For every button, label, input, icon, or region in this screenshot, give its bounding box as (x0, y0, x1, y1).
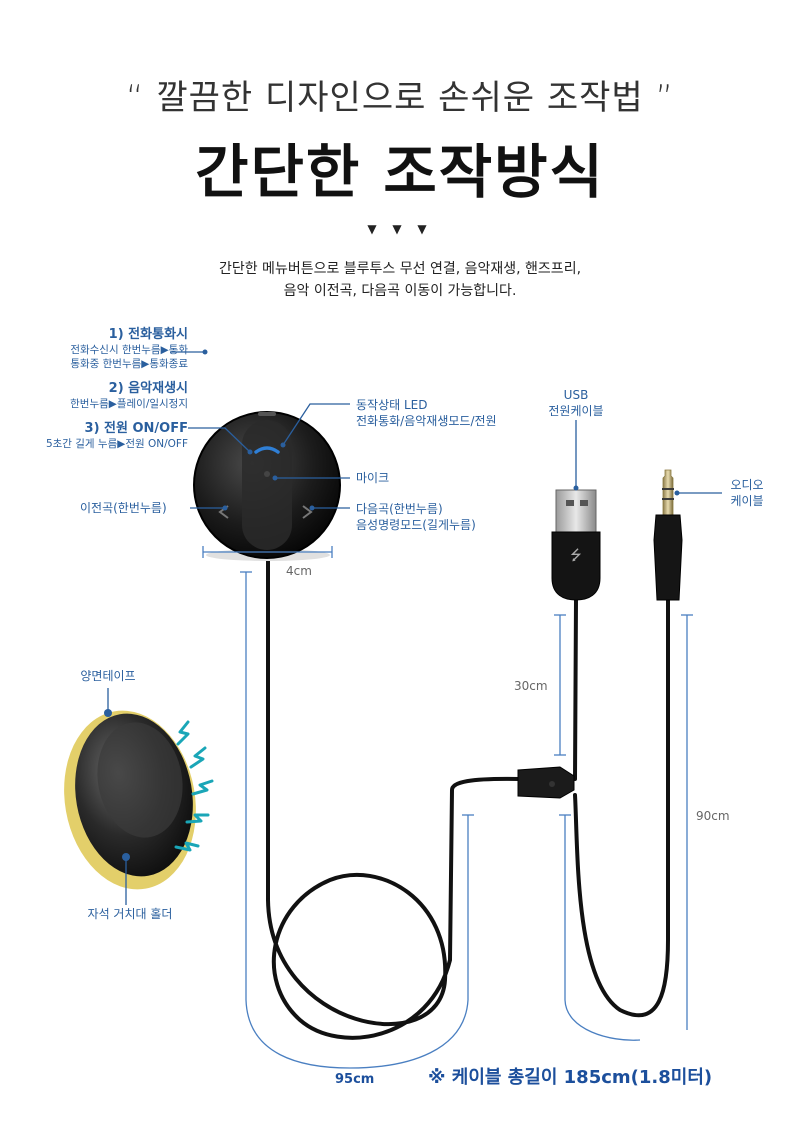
description-line-2: 음악 이전곡, 다음곡 이동이 가능합니다. (283, 283, 517, 299)
dim-loop-length: 95cm (335, 1072, 375, 1087)
callout-call-title: 1) 전화통화시 (108, 327, 188, 342)
dim-audio-length: 90cm (696, 809, 730, 823)
down-arrows-icon: ▼ ▼ ▼ (367, 222, 433, 236)
audio-jack-connector (653, 469, 683, 601)
callout-power-title: 3) 전원 ON/OFF (84, 421, 188, 436)
callout-usb-line2: 전원케이블 (548, 404, 604, 418)
callout-next-line2: 음성명령모드(길게누름) (356, 518, 476, 532)
dim-width: 4cm (286, 564, 312, 578)
callout-led-line1: 동작상태 LED (356, 398, 428, 412)
description: 간단한 메뉴버튼으로 블루투스 무선 연결, 음악재생, 핸즈프리, 음악 이전… (0, 258, 800, 302)
cable-total-length-note: ※ 케이블 총길이 185cm(1.8미터) (428, 1067, 713, 1088)
cable-splitter (517, 766, 575, 799)
page-title: 간단한 조작방식 (195, 138, 605, 206)
callout-audio: 오디오 케이블 (712, 477, 782, 509)
callout-next-line1: 다음곡(한번누름) (356, 502, 443, 516)
callout-leaders (107, 351, 722, 905)
callout-mic: 마이크 (356, 471, 390, 485)
usb-connector: ⭍ (551, 489, 601, 601)
description-line-1: 간단한 메뉴버튼으로 블루투스 무선 연결, 음악재생, 핸즈프리, (218, 261, 582, 277)
magnet-zap-icons (174, 720, 214, 852)
subtitle: “ 깔끔한 디자인으로 손쉬운 조작법 ” (125, 78, 675, 118)
svg-text:⭍: ⭍ (570, 548, 582, 564)
callout-audio-line1: 오디오 (730, 478, 764, 492)
callout-music-line1: 한번누름▶플레이/일시정지 (70, 398, 188, 410)
callout-music: 2) 음악재생시 한번누름▶플레이/일시정지 (70, 381, 188, 411)
callout-power-line1: 5초간 길게 누름▶전원 ON/OFF (45, 438, 188, 450)
main-cable (266, 538, 670, 1040)
callout-call-line1: 전화수신시 한번누름▶통화 (70, 344, 188, 356)
dim-usb-length: 30cm (514, 679, 548, 693)
dimension-lines (202, 546, 693, 1069)
button-device (193, 411, 341, 561)
callout-usb-line1: USB (563, 388, 589, 402)
callout-usb: USB 전원케이블 (530, 387, 622, 419)
callout-prev: 이전곡(한번누름) (80, 501, 167, 515)
callout-led: 동작상태 LED 전화통화/음악재생모드/전원 (356, 397, 497, 429)
callout-call: 1) 전화통화시 전화수신시 한번누름▶통화 통화중 한번누름▶통화종료 (70, 327, 188, 371)
callout-music-title: 2) 음악재생시 (108, 381, 188, 396)
callout-call-line2: 통화중 한번누름▶통화종료 (70, 358, 188, 370)
callout-audio-line2: 케이블 (730, 494, 764, 508)
callout-holder: 자석 거치대 홀더 (87, 907, 173, 921)
callout-led-line2: 전화통화/음악재생모드/전원 (356, 414, 497, 428)
callout-tape: 양면테이프 (80, 669, 136, 683)
callout-power: 3) 전원 ON/OFF 5초간 길게 누름▶전원 ON/OFF (46, 421, 188, 451)
callout-next: 다음곡(한번누름) 음성명령모드(길게누름) (356, 501, 476, 533)
magnetic-holder (64, 709, 196, 890)
